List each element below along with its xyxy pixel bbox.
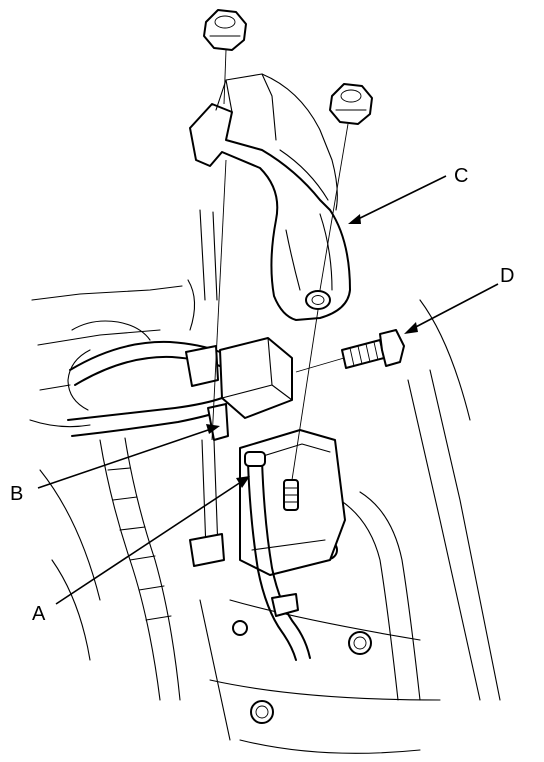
nut-top-right — [329, 83, 373, 125]
lower-bolt-right — [348, 631, 372, 655]
sensor-housing — [219, 337, 346, 576]
callout-label-c: C — [454, 165, 468, 187]
harness-clip — [185, 345, 219, 387]
nut-top-left — [203, 9, 247, 51]
callout-label-d: D — [500, 265, 514, 287]
callout-label-a: A — [32, 603, 46, 625]
bolt-d — [341, 329, 405, 369]
bolt-d-axis — [295, 357, 345, 373]
bracket-hole — [305, 290, 331, 310]
small-fitting — [232, 620, 248, 636]
lower-bolt-left — [250, 700, 274, 724]
clip-b — [207, 403, 229, 441]
alignment-lines — [211, 49, 349, 481]
connector-box — [219, 337, 293, 419]
vacuum-hose-a — [244, 451, 311, 661]
callout-label-b: B — [10, 483, 23, 505]
lower-clip — [189, 533, 225, 567]
wire-harness — [67, 340, 229, 567]
bracket-c — [189, 73, 351, 321]
leader-lines — [37, 175, 499, 605]
